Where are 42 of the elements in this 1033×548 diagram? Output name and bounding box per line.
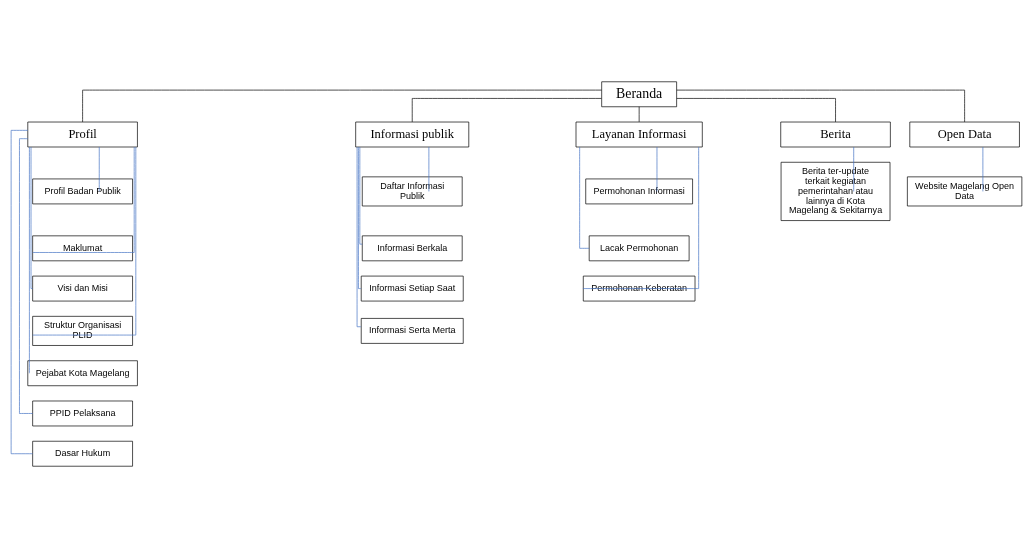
node-box: Lacak Permohonan	[588, 235, 690, 262]
connector	[579, 146, 590, 249]
node-box: Informasi Setiap Saat	[360, 275, 464, 302]
connector	[656, 146, 658, 192]
node-box: Profil	[27, 121, 138, 148]
node-box: Open Data	[909, 121, 1020, 148]
node-box: Profil Badan Publik	[32, 178, 133, 205]
node-box: PPID Pelaksana	[32, 400, 133, 427]
connector	[676, 98, 836, 123]
connector	[428, 146, 430, 192]
connector	[19, 138, 33, 414]
node-box: Informasi Berkala	[361, 235, 463, 262]
node-box: Layanan Informasi	[575, 121, 703, 148]
connector	[411, 98, 602, 123]
node-box: Maklumat	[32, 235, 133, 262]
connector	[82, 89, 602, 123]
connector	[853, 146, 855, 192]
connector	[32, 146, 135, 253]
node-box: Beranda	[601, 81, 677, 108]
node-box: Informasi Serta Merta	[360, 318, 464, 344]
node-box: Dasar Hukum	[32, 440, 133, 467]
connector	[359, 146, 363, 245]
node-box: Website Magelang Open Data	[907, 176, 1023, 207]
node-box: Permohonan Informasi	[585, 178, 693, 205]
node-box: Informasi publik	[355, 121, 470, 148]
node-box: Daftar Informasi Publik	[361, 176, 463, 207]
connector	[10, 130, 33, 455]
connector	[676, 89, 965, 123]
connector	[582, 146, 699, 289]
connector	[30, 146, 33, 289]
connector	[358, 146, 362, 289]
node-box: Pejabat Kota Magelang	[27, 360, 138, 387]
node-box: Permohonan Keberatan	[582, 275, 696, 302]
connector	[98, 146, 100, 192]
node-box: Berita ter-update terkait kegiatan pemerintahan atau lainnya di Kota Magelang & Sekitarnya	[780, 161, 891, 221]
node-box: Berita	[780, 121, 891, 148]
connector	[29, 146, 30, 374]
node-box: Struktur Organisasi PLID	[32, 316, 133, 346]
connector	[32, 146, 137, 336]
connector	[982, 146, 984, 192]
node-box: Visi dan Misi	[32, 275, 133, 302]
connector	[356, 146, 362, 328]
